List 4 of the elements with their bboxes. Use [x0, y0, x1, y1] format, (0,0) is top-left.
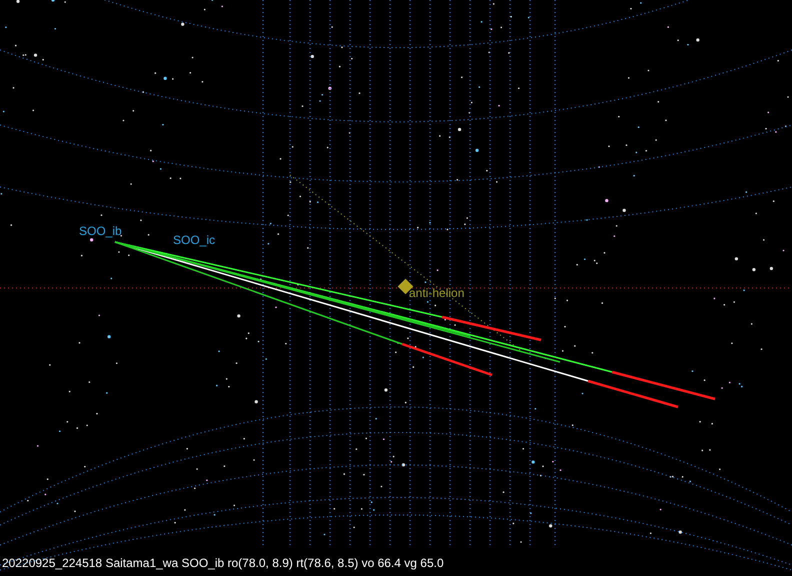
- radiant-label: SOO_ib: [79, 225, 122, 237]
- anti-helion-label: anti-helion: [409, 287, 464, 299]
- radiant-label: SOO_ic: [173, 234, 216, 246]
- caption: 20220925_224518 Saitama1_wa SOO_ib ro(78.0, 8.9) rt(78.6, 8.5) vo 66.4 vg 65.0: [2, 557, 444, 569]
